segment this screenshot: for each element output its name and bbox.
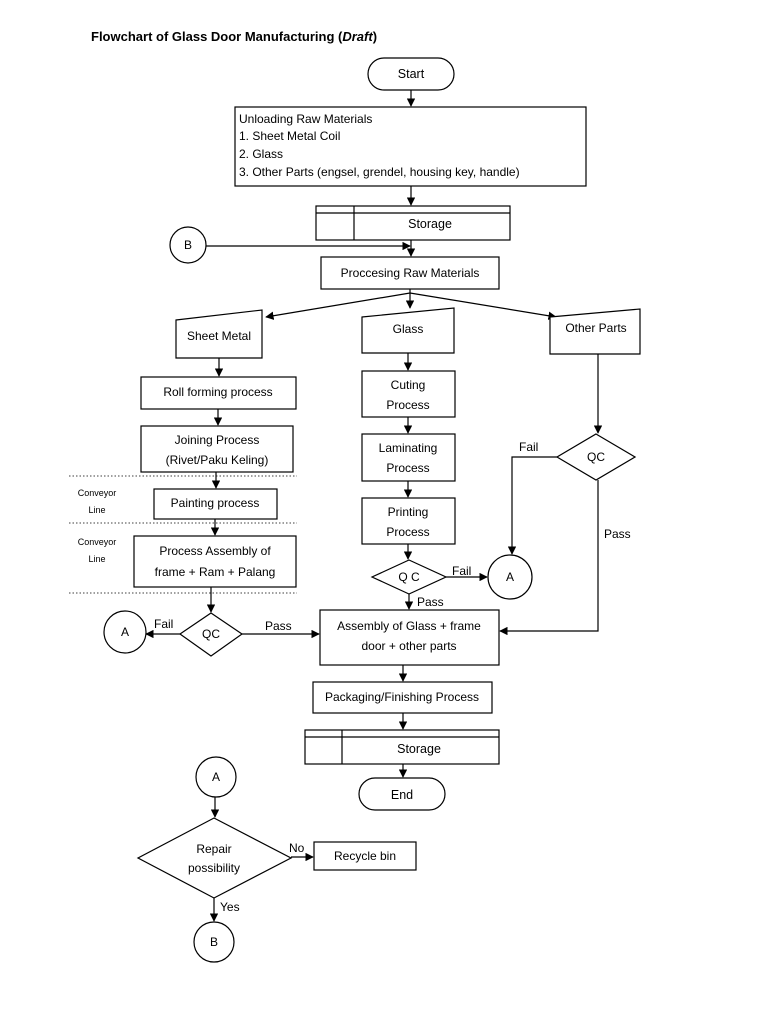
painting-label: Painting process	[171, 496, 260, 510]
conveyor-1-line-2: Line	[88, 505, 105, 515]
start-terminator: Start	[367, 57, 455, 91]
repair-yes-label: Yes	[220, 900, 240, 914]
cutting-line-2: Process	[386, 398, 429, 412]
qc-glass-pass-label: Pass	[417, 595, 444, 609]
connector-a-right: A	[487, 554, 533, 600]
qc-glass-decision: Q C	[370, 559, 448, 595]
edge-processing-sheet-metal	[265, 292, 411, 320]
qc-other-fail-label: Fail	[519, 440, 538, 454]
qc-other-pass-label: Pass	[604, 527, 631, 541]
storage-bottom-box: Storage	[304, 729, 500, 765]
assembly-line-2: door + other parts	[361, 639, 456, 653]
storage-bottom-label: Storage	[397, 742, 441, 756]
storage-top-label: Storage	[408, 217, 452, 231]
cutting-process-box: Cuting Process	[361, 370, 456, 418]
qc-other-decision: QC	[555, 433, 637, 481]
connector-a-left-label: A	[121, 625, 129, 639]
joining-line-1: Joining Process	[175, 433, 260, 447]
connector-a-left: A	[103, 610, 147, 654]
qc-frame-pass-label: Pass	[265, 619, 292, 633]
other-parts-input: Other Parts	[549, 308, 641, 355]
repair-line-1: Repair	[196, 842, 231, 856]
repair-possibility-decision: Repair possibility	[136, 817, 293, 899]
recycle-bin-box: Recycle bin	[313, 841, 417, 871]
printing-process-box: Printing Process	[361, 497, 456, 545]
conveyor-2-line-1: Conveyor	[78, 537, 117, 547]
end-label: End	[391, 788, 413, 802]
qc-frame-fail-label: Fail	[154, 617, 173, 631]
connector-b-top: B	[169, 226, 207, 264]
end-terminator: End	[358, 777, 446, 811]
connector-a-right-label: A	[506, 570, 514, 584]
painting-process-box: Painting process	[153, 488, 278, 520]
joining-process-box: Joining Process (Rivet/Paku Keling)	[140, 425, 294, 473]
qc-frame-label: QC	[202, 627, 220, 641]
connector-b-bottom: B	[193, 921, 235, 963]
joining-line-2: (Rivet/Paku Keling)	[166, 453, 269, 467]
glass-input: Glass	[361, 307, 455, 354]
cutting-line-1: Cuting	[391, 378, 426, 392]
qc-frame-decision: QC	[178, 612, 244, 657]
qc-glass-fail-label: Fail	[452, 564, 471, 578]
process-assembly-box: Process Assembly of frame + Ram + Palang	[133, 535, 297, 588]
conveyor-2-line-2: Line	[88, 554, 105, 564]
conveyor-1-line-1: Conveyor	[78, 488, 117, 498]
diagram-title: Flowchart of Glass Door Manufacturing (D…	[91, 29, 377, 44]
unloading-line-3: 2. Glass	[239, 147, 283, 161]
unloading-line-2: 1. Sheet Metal Coil	[239, 129, 340, 143]
unloading-line-1: Unloading Raw Materials	[239, 112, 372, 126]
connector-b-top-label: B	[184, 238, 192, 252]
qc-other-label: QC	[587, 450, 605, 464]
repair-line-2: possibility	[188, 861, 240, 875]
processing-raw-materials-box: Proccesing Raw Materials	[320, 256, 500, 290]
packaging-label: Packaging/Finishing Process	[325, 690, 479, 704]
sheet-metal-input: Sheet Metal	[175, 309, 263, 359]
start-label: Start	[398, 67, 425, 81]
process-assembly-line-2: frame + Ram + Palang	[155, 565, 276, 579]
connector-a-bottom-label: A	[212, 770, 220, 784]
printing-line-1: Printing	[388, 505, 429, 519]
assembly-box: Assembly of Glass + frame door + other p…	[319, 609, 500, 666]
assembly-line-1: Assembly of Glass + frame	[337, 619, 481, 633]
connector-a-bottom: A	[195, 756, 237, 798]
storage-top-box: Storage	[315, 205, 511, 241]
glass-label: Glass	[393, 322, 424, 336]
laminating-line-1: Laminating	[379, 441, 438, 455]
edge-processing-other-parts	[409, 292, 557, 320]
packaging-box: Packaging/Finishing Process	[312, 681, 493, 714]
roll-forming-box: Roll forming process	[140, 376, 297, 410]
laminating-line-2: Process	[386, 461, 429, 475]
unloading-line-4: 3. Other Parts (engsel, grendel, housing…	[239, 165, 520, 179]
unloading-raw-materials-box: Unloading Raw Materials 1. Sheet Metal C…	[234, 106, 587, 187]
printing-line-2: Process	[386, 525, 429, 539]
recycle-bin-label: Recycle bin	[334, 849, 396, 863]
laminating-process-box: Laminating Process	[361, 433, 456, 482]
other-parts-label: Other Parts	[565, 321, 626, 335]
connector-b-bottom-label: B	[210, 935, 218, 949]
sheet-metal-label: Sheet Metal	[187, 329, 251, 343]
repair-no-label: No	[289, 841, 305, 855]
roll-forming-label: Roll forming process	[163, 385, 272, 399]
process-assembly-line-1: Process Assembly of	[159, 544, 271, 558]
edge-qc-other-fail	[507, 456, 557, 555]
processing-label: Proccesing Raw Materials	[341, 266, 480, 280]
qc-glass-label: Q C	[398, 570, 420, 584]
edge-qc-other-pass	[499, 480, 599, 636]
